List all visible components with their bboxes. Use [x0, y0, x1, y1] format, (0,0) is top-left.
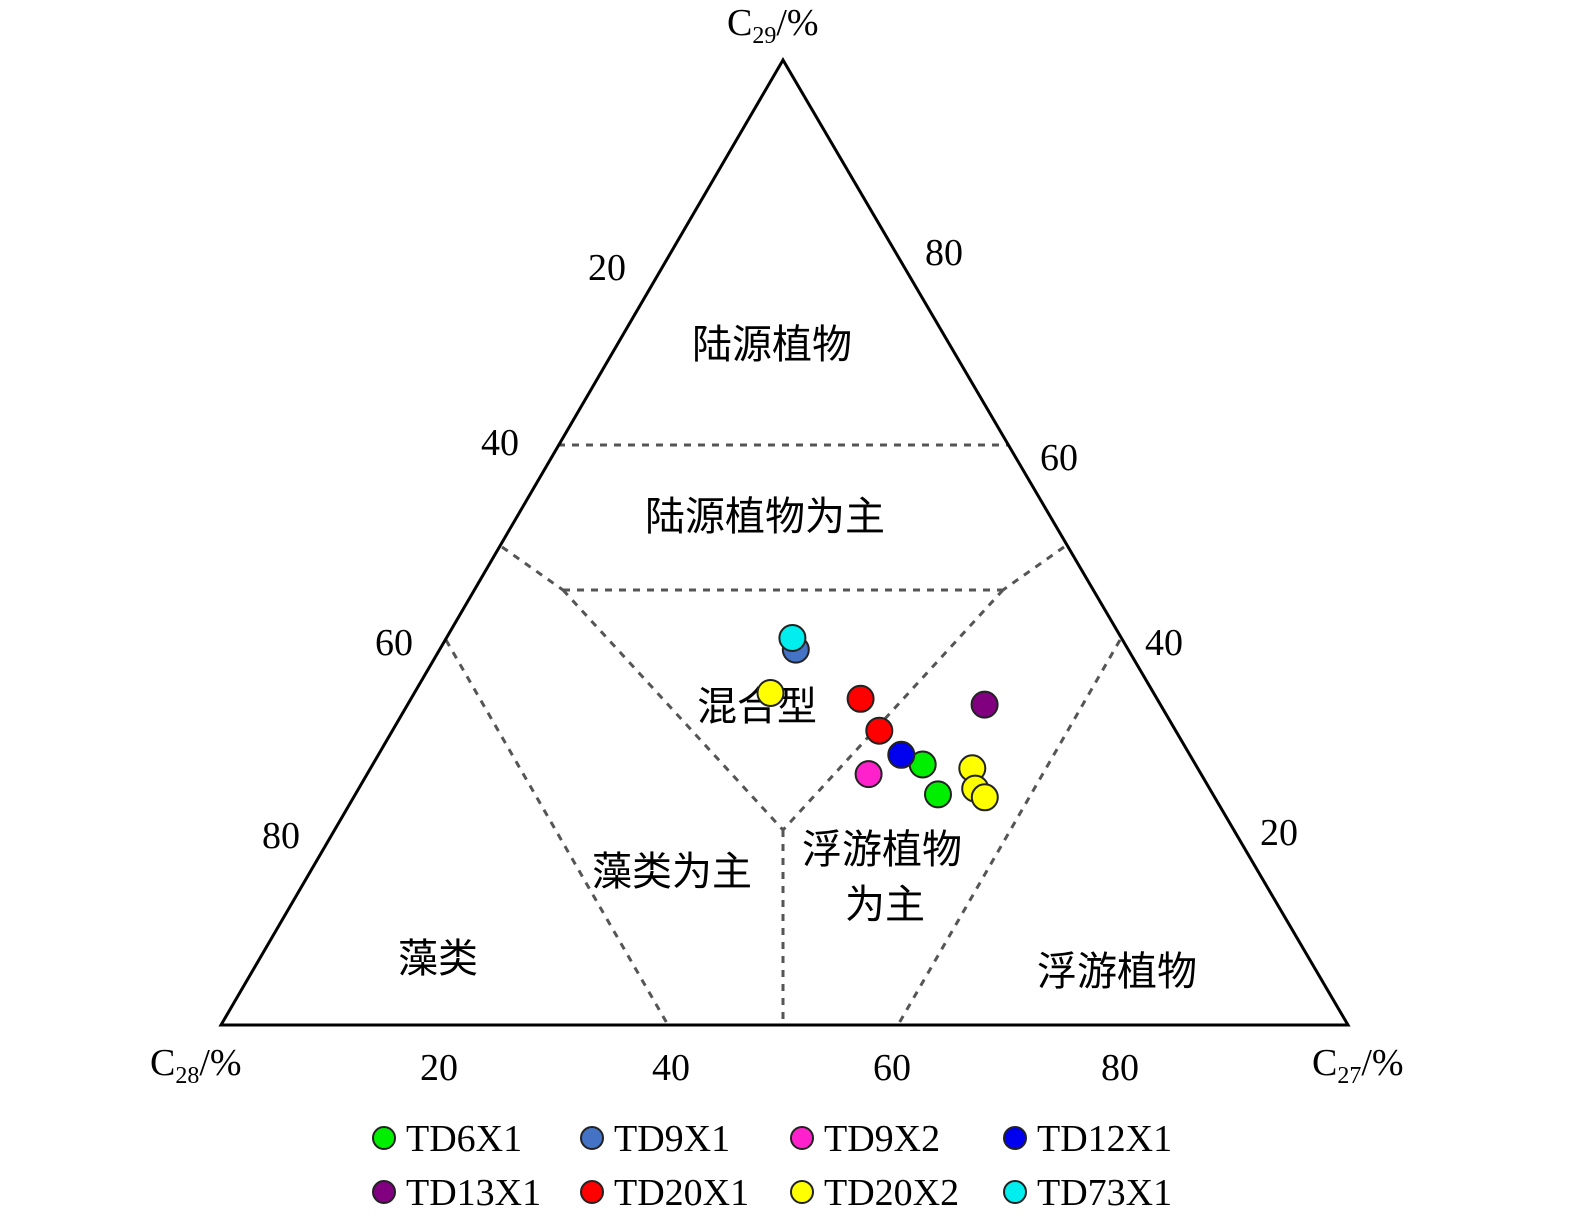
- legend-marker: [580, 1126, 604, 1150]
- boundary-left-upper: [501, 545, 564, 592]
- legend-item-td9x1: TD9X1: [580, 1118, 730, 1160]
- legend-item-td12x1: TD12X1: [1003, 1118, 1172, 1160]
- legend-label: TD20X1: [614, 1172, 749, 1214]
- legend-label: TD73X1: [1037, 1172, 1172, 1214]
- boundary-algae: [444, 639, 670, 1026]
- region-label-algae-dominant: 藻类为主: [592, 849, 752, 894]
- legend-item-td13x1: TD13X1: [372, 1172, 541, 1214]
- right-edge-ticks: 80 60 40 20: [925, 232, 1298, 854]
- legend-item-td73x1: TD73X1: [1003, 1172, 1172, 1214]
- ternary-frame: [218, 57, 1351, 1027]
- tick-label: 60: [375, 622, 413, 664]
- legend-marker: [1003, 1180, 1027, 1204]
- axis-title-c27: C27/%: [1312, 1042, 1404, 1089]
- region-label-algae: 藻类: [398, 936, 478, 981]
- bottom-edge-ticks: 20 40 60 80: [420, 1047, 1139, 1089]
- legend-marker: [580, 1180, 604, 1204]
- data-point-td20x2: [756, 679, 785, 707]
- data-point-td20x2: [970, 783, 999, 812]
- axis-title-c29: C29/%: [727, 2, 819, 49]
- legend-label: TD9X1: [614, 1118, 730, 1160]
- tick-label: 20: [1260, 812, 1298, 854]
- data-point-td20x1: [865, 716, 894, 745]
- boundary-right-mixed: [781, 588, 1005, 832]
- legend-marker: [372, 1126, 396, 1150]
- region-label-terrestrial-dominant: 陆源植物为主: [645, 494, 885, 539]
- tick-label: 80: [925, 232, 963, 274]
- legend-label: TD20X2: [824, 1172, 959, 1214]
- data-point-td13x1: [970, 690, 999, 719]
- region-labels: 陆源植物 陆源植物为主 混合型 藻类为主 浮游植物 为主 藻类 浮游植物: [398, 322, 1197, 994]
- legend-label: TD9X2: [824, 1118, 940, 1160]
- legend-marker: [372, 1180, 396, 1204]
- data-points: [756, 624, 999, 812]
- legend-marker: [790, 1180, 814, 1204]
- boundary-plankton: [896, 639, 1122, 1026]
- data-point-td73x1: [778, 624, 807, 652]
- legend-item-td20x2: TD20X2: [790, 1172, 959, 1214]
- data-point-td6x1: [924, 780, 952, 809]
- tick-label: 60: [873, 1047, 911, 1089]
- axis-title-c28: C28/%: [150, 1042, 242, 1089]
- tick-label: 20: [420, 1047, 458, 1089]
- left-edge-ticks: 20 40 60 80: [262, 247, 626, 857]
- legend-label: TD12X1: [1037, 1118, 1172, 1160]
- legend-marker: [790, 1126, 814, 1150]
- tick-label: 40: [481, 422, 519, 464]
- tick-label: 60: [1040, 437, 1078, 479]
- tick-label: 20: [588, 247, 626, 289]
- data-point-td12x1: [887, 740, 916, 769]
- data-point-td20x1: [846, 684, 875, 713]
- data-point-td9x2: [854, 760, 883, 789]
- legend-item-td9x2: TD9X2: [790, 1118, 940, 1160]
- tick-label: 40: [652, 1047, 690, 1089]
- legend-item-td6x1: TD6X1: [372, 1118, 522, 1160]
- region-label-plankton-dominant-line2: 为主: [845, 882, 925, 927]
- legend-marker: [1003, 1126, 1027, 1150]
- tick-label: 80: [1101, 1047, 1139, 1089]
- region-label-plankton-dominant: 浮游植物: [802, 827, 962, 872]
- boundary-right-upper: [1002, 545, 1065, 592]
- legend-label: TD13X1: [406, 1172, 541, 1214]
- boundary-left-mixed: [561, 588, 785, 832]
- legend-item-td20x1: TD20X1: [580, 1172, 749, 1214]
- region-label-plankton: 浮游植物: [1037, 949, 1197, 994]
- tick-label: 80: [262, 815, 300, 857]
- tick-label: 40: [1145, 622, 1183, 664]
- legend-label: TD6X1: [406, 1118, 522, 1160]
- region-label-terrestrial: 陆源植物: [692, 322, 852, 367]
- region-boundaries: [444, 443, 1122, 1026]
